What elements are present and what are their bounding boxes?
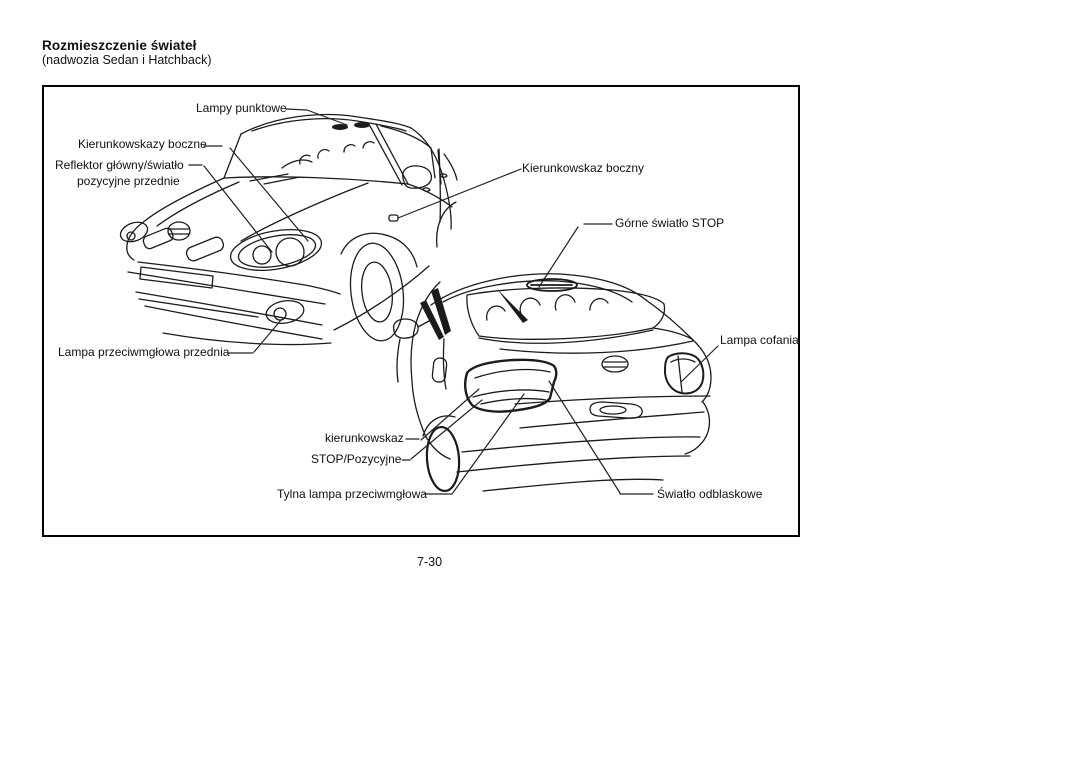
- lights-diagram: [119, 108, 719, 495]
- leader-swiatlo-odblaskowe: [548, 380, 654, 495]
- page-subtitle: (nadwozia Sedan i Hatchback): [42, 53, 212, 67]
- label-kierunkowskazy-boczne: Kierunkowskazy boczne: [78, 137, 207, 151]
- leader-gorne-swiatlo-stop: [538, 223, 613, 288]
- label-stop-pozycyjne: STOP/Pozycyjne: [311, 452, 402, 466]
- rear-car-drawing: [392, 273, 712, 493]
- leader-kierunkowskazy-boczne: [203, 145, 309, 242]
- front-car-drawing: [119, 113, 458, 346]
- diagram-frame: Lampy punktowe Kierunkowskazy boczne Ref…: [42, 85, 800, 537]
- leader-lampa-przeciwmglowa: [227, 319, 282, 354]
- label-reflektor-line1: Reflektor główny/światło: [55, 158, 184, 172]
- page-title: Rozmieszczenie świateł: [42, 38, 197, 53]
- label-reflektor-line2: pozycyjne przednie: [77, 174, 180, 188]
- leader-lines: [188, 108, 719, 495]
- label-lampa-cofania: Lampa cofania: [720, 333, 799, 347]
- leader-tylna-lampa: [423, 393, 525, 495]
- page-number: 7-30: [417, 555, 443, 569]
- leader-kierunkowskaz: [405, 388, 480, 441]
- leader-kierunkowskaz-boczny: [397, 168, 522, 219]
- label-swiatlo-odblaskowe: Światło odblaskowe: [657, 487, 763, 501]
- label-kierunkowskaz: kierunkowskaz: [325, 431, 404, 445]
- leader-lampy-punktowe: [285, 108, 348, 126]
- leader-stop-pozycyjne: [401, 399, 483, 461]
- leader-reflektor: [188, 164, 273, 253]
- label-lampa-przeciwmglowa-przednia: Lampa przeciwmgłowa przednia: [58, 345, 230, 359]
- label-lampy-punktowe: Lampy punktowe: [196, 101, 287, 115]
- label-kierunkowskaz-boczny: Kierunkowskaz boczny: [522, 161, 645, 175]
- label-gorne-swiatlo-stop: Górne światło STOP: [615, 216, 725, 230]
- leader-lampa-cofania: [680, 345, 719, 383]
- label-tylna-lampa-przeciwmglowa: Tylna lampa przeciwmgłowa: [277, 487, 428, 501]
